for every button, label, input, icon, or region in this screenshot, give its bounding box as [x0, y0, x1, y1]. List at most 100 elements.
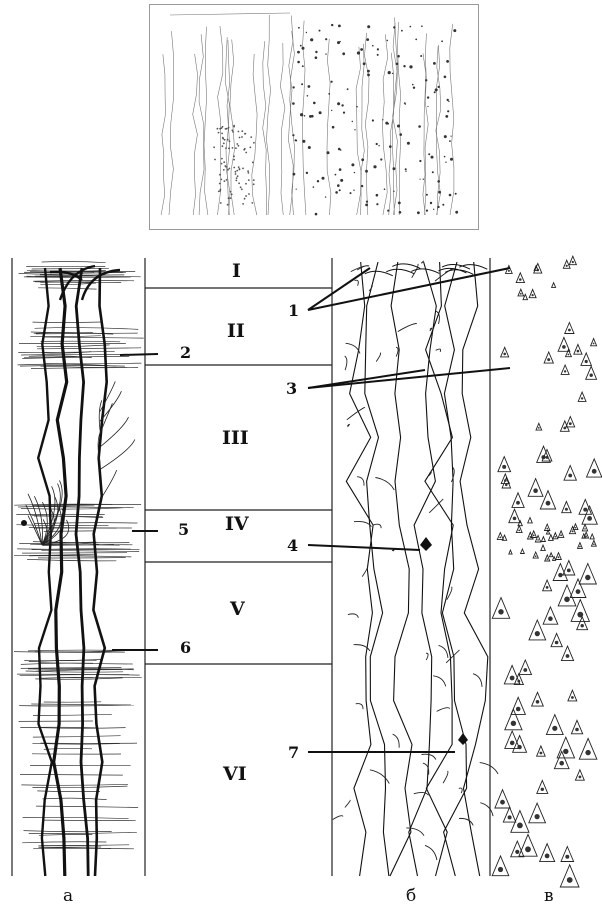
cell-body [575, 770, 584, 780]
cell-body [495, 790, 510, 808]
cell-nucleus [518, 530, 520, 532]
cell-body [540, 491, 555, 509]
cell-nucleus [511, 721, 516, 726]
cell-nucleus [585, 360, 588, 363]
cell-body [590, 534, 594, 539]
callout-5: 5 [178, 522, 189, 538]
cell-body [543, 580, 552, 591]
dendrite-branch [347, 407, 365, 420]
cell-nucleus [565, 508, 568, 511]
horizontal-fiber [18, 351, 114, 352]
cell-nucleus [517, 680, 520, 683]
cell-body [577, 617, 588, 630]
cell-nucleus [567, 569, 571, 573]
horizontal-fiber [33, 281, 134, 282]
cell-nucleus [590, 374, 593, 377]
horizontal-fiber [30, 336, 101, 337]
horizontal-fiber [33, 736, 121, 737]
horizontal-fiber [44, 337, 144, 338]
cell-body [528, 479, 543, 497]
cell-nucleus [564, 597, 570, 603]
cell-body [561, 646, 573, 661]
layer-label-6: VI [223, 765, 247, 784]
vertical-fiber [365, 262, 389, 876]
vertical-fiber [409, 262, 437, 876]
cell-nucleus [508, 815, 512, 819]
dendrite-branch [439, 645, 448, 658]
cell-body [553, 564, 567, 581]
dendrite-branch [480, 803, 493, 816]
dendrite-branch [425, 845, 437, 860]
cell-body [543, 607, 558, 624]
cell-nucleus [510, 741, 515, 746]
horizontal-fiber [20, 365, 125, 366]
callout-7: 7 [288, 745, 299, 761]
vertical-fiber [390, 262, 412, 876]
cell-body [552, 283, 556, 288]
dendrite-branch [459, 818, 473, 825]
cell-body [546, 715, 563, 735]
cell-body [558, 531, 564, 538]
cell-nucleus [567, 877, 573, 883]
cell-body [561, 365, 569, 374]
cell-body [569, 256, 576, 265]
cell-body [558, 337, 570, 351]
cell-body [578, 543, 583, 549]
vertical-fiber [346, 262, 373, 876]
cell-body [509, 509, 520, 523]
cell-nucleus [546, 501, 551, 506]
cell-body [570, 579, 586, 598]
callout-1: 1 [288, 303, 299, 319]
dendrite-branch [433, 676, 446, 687]
cell-nucleus [516, 501, 520, 505]
cell-nucleus [504, 479, 507, 482]
horizontal-fiber [24, 831, 112, 832]
cell-nucleus [535, 555, 537, 557]
horizontal-fiber [36, 670, 122, 671]
cell-nucleus [499, 537, 501, 539]
horizontal-fiber [21, 784, 128, 785]
cell-nucleus [540, 752, 543, 755]
cell-nucleus [529, 536, 531, 538]
dendrite-branch [393, 734, 400, 748]
cell-nucleus [579, 776, 582, 779]
cell-body [503, 807, 516, 822]
cell-nucleus [593, 544, 595, 546]
cell-nucleus [535, 814, 540, 819]
cell-nucleus [523, 668, 527, 672]
callout-line [308, 368, 510, 388]
cell-body [492, 856, 509, 876]
cell-nucleus [572, 530, 574, 532]
cell-body [571, 720, 582, 734]
horizontal-fiber [42, 262, 106, 263]
cell-body [528, 518, 533, 523]
dendrite-branch [333, 816, 343, 820]
cell-nucleus [558, 556, 560, 558]
cell-nucleus [593, 343, 595, 345]
cell-body [554, 751, 569, 768]
cell-nucleus [517, 745, 521, 749]
cell-body [545, 524, 550, 530]
cell-body [571, 600, 589, 622]
cell-nucleus [552, 726, 557, 731]
cell-nucleus [569, 422, 572, 425]
cell-body [566, 350, 572, 357]
cell-body [492, 598, 509, 619]
cell-nucleus [545, 854, 550, 859]
cell-body [511, 811, 529, 833]
horizontal-fiber [44, 363, 142, 364]
cell-nucleus [500, 800, 505, 805]
thick-axon [54, 268, 67, 876]
cell-nucleus [583, 508, 587, 512]
collateral [100, 381, 115, 411]
callout-line [120, 354, 158, 355]
cell-body [544, 352, 553, 363]
horizontal-fiber [33, 322, 103, 323]
dendrite-branch [356, 704, 363, 710]
cell-nucleus [585, 575, 590, 580]
surface-fiber [459, 265, 487, 270]
dendrite-branch [345, 800, 350, 807]
cell-nucleus [536, 700, 540, 704]
cell-nucleus [498, 609, 503, 614]
cell-nucleus [581, 624, 584, 627]
